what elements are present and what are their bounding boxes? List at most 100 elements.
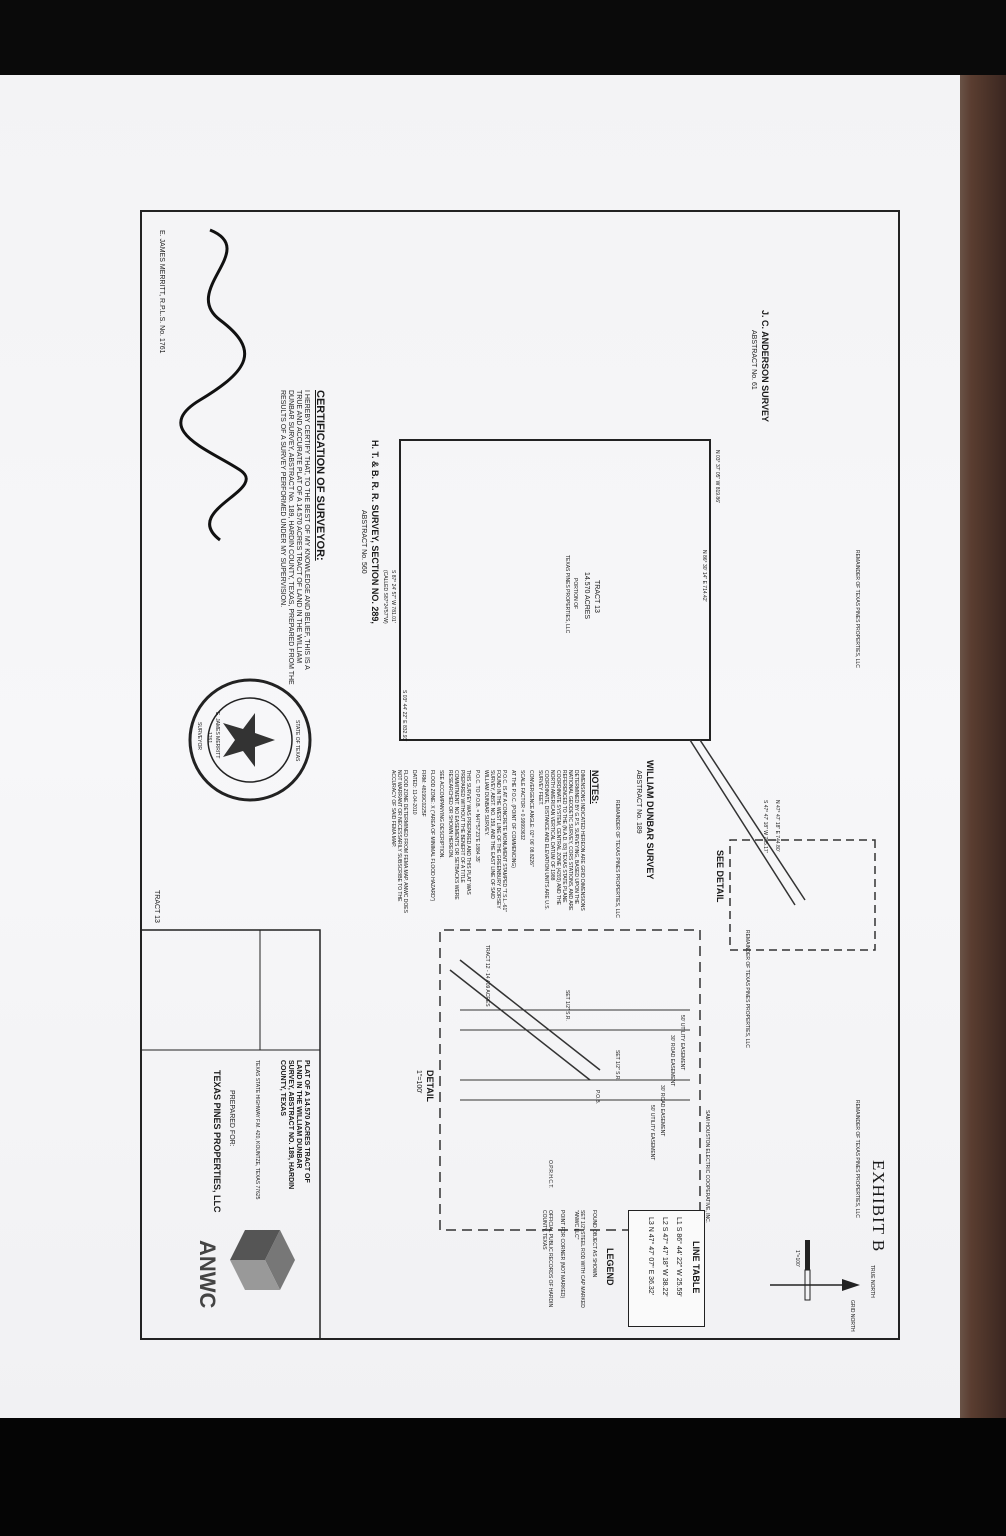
scale-bar [804,1269,811,1301]
prepared-for-label: PREPARED FOR: [228,1090,235,1147]
south-line-bearing: S 87° 24' 57" W 781.01' [390,570,396,623]
certification-heading: CERTIFICATION OF SURVEYOR: [314,390,326,561]
htb-abstract: ABSTRACT No. 560 [360,510,367,574]
note-item: P.O.C. TO P.O.B. = N47°57'23"E 1884.35' [474,770,480,863]
tract-owner: TEXAS PINES PROPERTIES, LLC [564,555,570,634]
grid-north-label: GRID NORTH [849,1300,855,1332]
detail-scale: 1"=100' [415,1070,422,1094]
note-item: SEE ACCOMPANYING DESCRIPTION. [438,770,444,859]
exhibit-title: EXHIBIT B [869,1160,888,1253]
title-block-frame [140,929,321,1340]
set-rod-2: SET 1/2" S.R. [564,990,570,1021]
west-line-bearing: N 03° 37' 05" W 819.86' [714,450,720,503]
htb-survey: H. T. & B. R. R. SURVEY, SECTION NO. 289… [370,440,380,624]
note-item: SCALE FACTOR = 0.99993632 [519,770,525,841]
firm-logo-text: ANWC [195,1240,220,1309]
north-arrow-head [842,1279,860,1291]
true-north-label: TRUE NORTH [869,1265,875,1298]
notes-block: NOTES: DIMENSIONS INDICATED HEREON ARE G… [387,770,600,915]
note-item: THIS SURVEY WAS PREPARED AND THIS PLAT W… [447,770,471,900]
legend-opr-abbrev: O.P.R.H.C.T. [547,1160,553,1189]
legend-item: SET 1/2" STEEL ROD WITH CAP MARKED "ANWC… [573,1210,585,1308]
detail-frame [439,929,701,1231]
tract-portion: PORTION OF [572,578,578,610]
firm-logo-cube [230,1230,280,1260]
anderson-survey: J. C. ANDERSON SURVEY [760,310,770,423]
legend: LEGEND FOUND OBJECT AS SHOWN SET 1/2" ST… [495,1160,615,1330]
dunbar-abstract: ABSTRACT No. 189 [635,770,642,834]
note-item: DATED: 11-04-2010 [411,770,417,815]
adjoiner-remainder-2: REMAINDER OF TEXAS PINES PROPERTIES, LLC [614,800,620,918]
tract-name: TRACT 13 [593,580,600,613]
line-table: LINE TABLE L1 S 86° 44' 22" W 25.59' L2 … [628,1210,705,1327]
firm-logo-cube [230,1260,280,1290]
adjoiner-remainder-1: REMAINDER OF TEXAS PINES PROPERTIES, LLC [854,550,860,668]
tract-13-boundary [399,439,711,741]
road-easement-2: 30' ROAD EASEMENT [659,1085,665,1137]
scale-label: 1"=100' [794,1250,800,1267]
detail-tract-12-line [449,969,591,1081]
note-item: FLOOD ZONE DETERMINED FROM FEMA MAP. ANW… [390,770,408,913]
utility-easement-1: 50' UTILITY EASEMENT [679,1015,685,1071]
bottom-dark-band [0,1418,1006,1536]
detail-tract-12-line [459,959,601,1071]
anderson-abstract: ABSTRACT No. 61 [750,330,757,390]
dunbar-survey: WILLIAM DUNBAR SURVEY [645,760,655,880]
legend-heading: LEGEND [605,1248,615,1286]
notes-heading: NOTES: [590,770,600,805]
adjoiner-remainder-4: REMAINDER OF TEXAS PINES PROPERTIES, LLC [854,1100,860,1218]
paper-sheet: EXHIBIT B TRUE NORTH GRID NORTH 1"=100' … [0,75,960,1418]
road-easement-1: 30' ROAD EASEMENT [669,1035,675,1087]
adjoiner-sam-houston: SAM HOUSTON ELECTRIC COOPERATIVE, INC. [704,1110,710,1224]
line-table-row: L1 S 86° 44' 22" W 25.59' [675,1217,682,1297]
east-line-bearing: S 03° 44' 22" E 832.93' [401,690,407,742]
note-item: AT THE P.O.C. (POINT OF COMMENCING) [510,770,516,868]
detail-label: DETAIL [425,1070,435,1102]
tract-acres: 14.570 ACRES [583,572,590,620]
seal-star [223,713,275,767]
tract-12-label: TRACT 12 - 14.409 ACRES [484,945,490,1007]
note-item: CONVERGENCE ANGLE: 02° 06' 08.8226" [528,770,534,867]
surveyor-name: E. JAMES MERRITT, R.P.L.S. No. 1761 [158,230,165,354]
plat-drawing [140,228,876,1340]
certification-text: I HEREBY CERTIFY THAT, TO THE BEST OF MY… [279,390,310,685]
pob-label: P.O.B. [594,1090,600,1105]
surveyor-seal [188,678,312,802]
legend-item: OFFICIAL PUBLIC RECORDS OF HARDIN COUNTY… [541,1210,553,1308]
road-easement-line-2 [689,739,796,906]
client-name: TEXAS PINES PROPERTIES, LLC [212,1070,222,1213]
see-detail-box [729,839,876,951]
note-item: P.O.C. IS AT A CONCRETE MONUMENT STAMPED… [483,770,507,913]
legend-item: POINT FOR CORNER (NOT MARKED) [559,1210,565,1299]
road-bearing-2: S 47° 47' 18" W 755.17' [762,800,768,853]
note-item: FLOOD ZONE: X ("AREA OF MINIMAL FLOOD HA… [429,770,435,902]
certification-block: CERTIFICATION OF SURVEYOR: I HEREBY CERT… [278,390,326,690]
road-bearing-1: N 47° 47' 18" E 744.80' [774,800,780,852]
line-table-row: L2 S 47° 47' 18" W 38.22' [661,1217,668,1297]
utility-easement-2: 50' UTILITY EASEMENT [649,1105,655,1161]
note-item: DIMENSIONS INDICATED HEREON ARE GRID DIM… [537,770,585,911]
scale-bar [805,1240,810,1270]
legend-item: FOUND OBJECT AS SHOWN [591,1210,597,1278]
seal-name: E. JAMES MERRITT [214,712,220,759]
north-line-bearing: N 86° 30' 14" E 714.42' [701,550,707,602]
plat-title: PLAT OF A 14.570 ACRES TRACT OF LAND IN … [279,1060,310,1190]
line-table-row: L3 N 47° 47' 07" E 36.32' [647,1217,654,1296]
plat-highway: TEXAS STATE HIGHWAY F.M. 420, KOUNTZE, T… [254,1060,260,1200]
road-easement-line-1 [699,739,806,901]
note-item: FIRM: 48199C0225F [420,770,426,817]
line-table-heading: LINE TABLE [691,1241,701,1294]
top-dark-band [0,0,1006,75]
seal-title: SURVEYOR [196,722,202,750]
adjoiner-remainder-3: REMAINDER OF TEXAS PINES PROPERTIES, LLC [744,930,750,1048]
surveyor-seal-inner [207,697,293,783]
surveyor-signature [179,228,248,542]
south-line-called: (CALLED S87°24'57"W) [382,570,388,624]
set-rod-1: SET 1/2" S.R. [614,1050,620,1081]
tract-number: TRACT 13 [153,890,160,923]
survey-plat: EXHIBIT B TRUE NORTH GRID NORTH 1"=100' … [140,210,900,1340]
seal-state: STATE OF TEXAS [294,720,300,762]
seal-number: 1761 [206,732,212,744]
see-detail-label: SEE DETAIL [715,850,725,903]
